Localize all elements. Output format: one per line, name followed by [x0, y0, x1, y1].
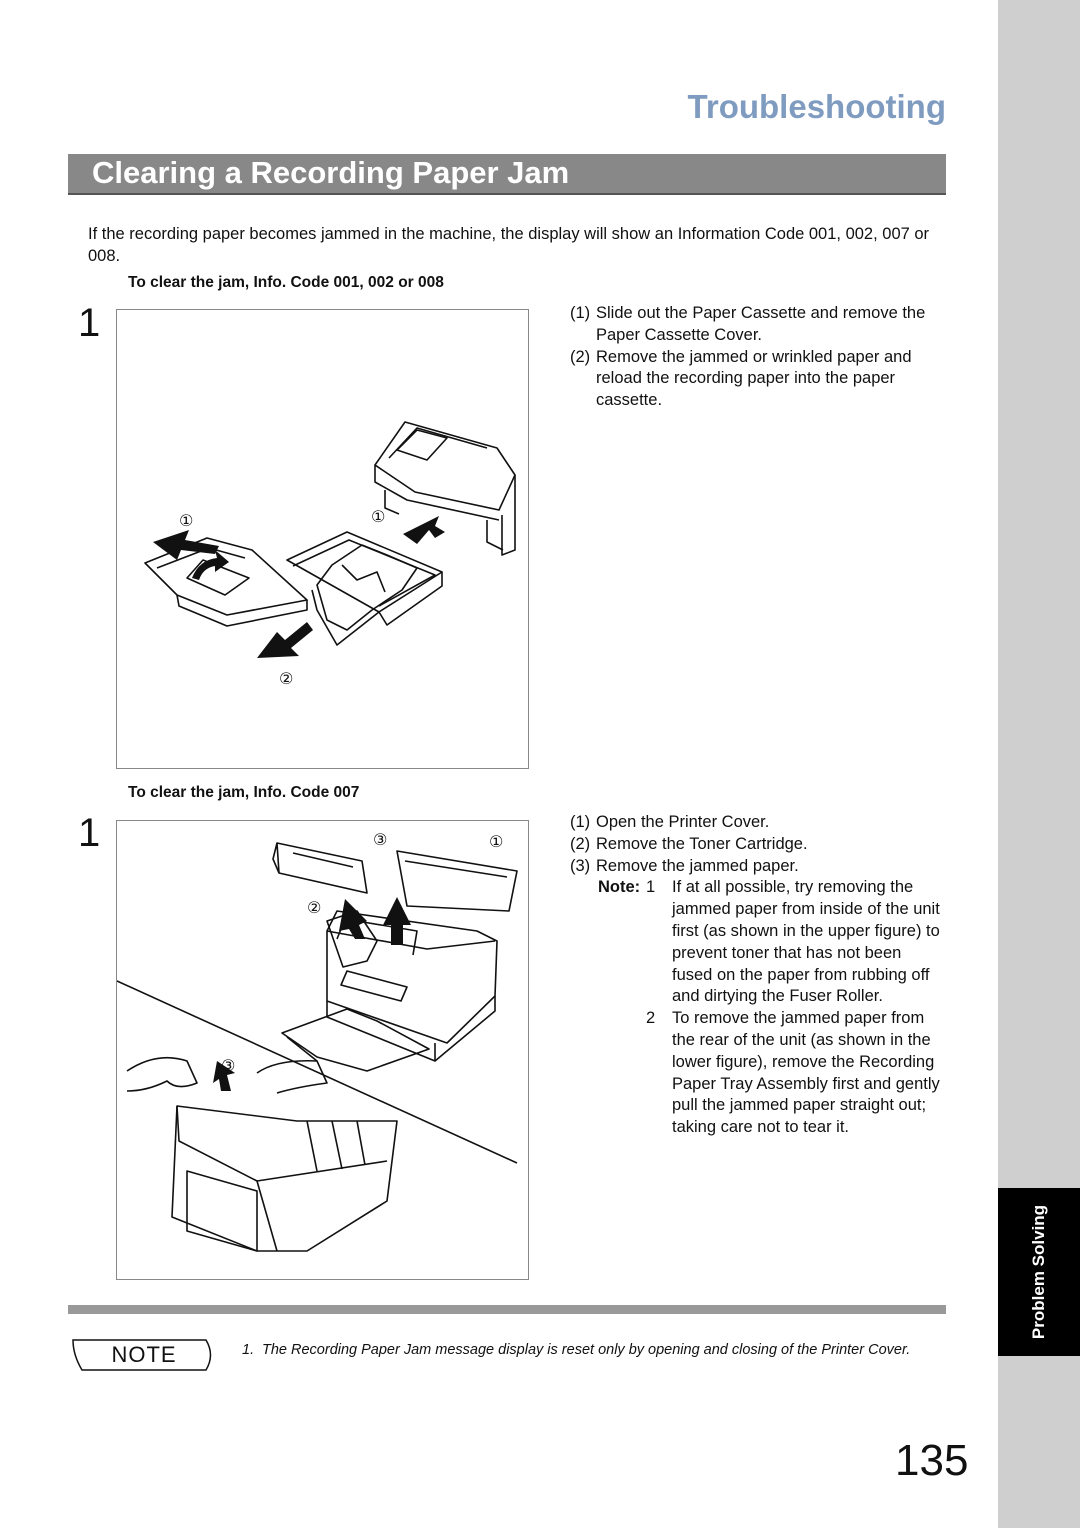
instructions-a: (1) Slide out the Paper Cassette and rem…	[570, 303, 942, 412]
instruction-item: (2) Remove the Toner Cartridge.	[570, 834, 808, 853]
callout-3b: ③	[221, 1056, 235, 1075]
printer-illustration: ③ ① ② ③	[116, 830, 518, 1252]
note-badge-label: NOTE	[111, 1342, 177, 1367]
note-badge: NOTE	[72, 1339, 216, 1371]
instruction-item: (1) Slide out the Paper Cassette and rem…	[570, 304, 926, 344]
page-title: Clearing a Recording Paper Jam	[92, 155, 570, 190]
side-tab	[998, 1188, 1080, 1356]
callout-1a: ①	[179, 511, 193, 530]
callout-1b: ①	[371, 507, 385, 526]
cassette-illustration: ① ① ②	[144, 421, 516, 688]
instruction-item: (1) Open the Printer Cover.	[570, 813, 770, 831]
procedure-heading-a: To clear the jam, Info. Code 001, 002 or…	[128, 274, 444, 291]
callout-1: ①	[489, 832, 503, 851]
side-tab-label-box: Problem Solving	[998, 1188, 1080, 1356]
note-item-1: Note: 1 If at all possible, try removing…	[598, 878, 940, 1006]
intro-paragraph: If the recording paper becomes jammed in…	[88, 225, 930, 265]
page-number: 135	[895, 1436, 969, 1485]
footer-note-number: 1.	[242, 1342, 255, 1358]
footer-rule	[68, 1305, 946, 1314]
procedure-heading-b: To clear the jam, Info. Code 007	[128, 784, 360, 801]
section-label: Troubleshooting	[687, 88, 946, 125]
instruction-item: (3) Remove the jammed paper.	[570, 856, 799, 875]
side-tab-label: Problem Solving	[1029, 1204, 1049, 1340]
callout-2: ②	[279, 669, 293, 688]
figure-printer-cover: ③ ① ② ③	[116, 820, 529, 1280]
figure-paper-cassette: ① ① ②	[116, 309, 529, 769]
instruction-item: (2) Remove the jammed or wrinkled paper …	[570, 347, 912, 410]
title-bar	[68, 154, 946, 195]
step-number-b: 1	[78, 811, 101, 855]
note-item-2: 2 To remove the jammed paper from the re…	[646, 1009, 940, 1137]
instructions-b: (1) Open the Printer Cover. (2) Remove t…	[570, 812, 942, 1139]
callout-2: ②	[307, 898, 321, 917]
footer-note: 1. The Recording Paper Jam message displ…	[242, 1340, 946, 1360]
callout-3a: ③	[373, 830, 387, 849]
step-number-a: 1	[78, 301, 101, 345]
footer-note-text: The Recording Paper Jam message display …	[262, 1342, 911, 1358]
